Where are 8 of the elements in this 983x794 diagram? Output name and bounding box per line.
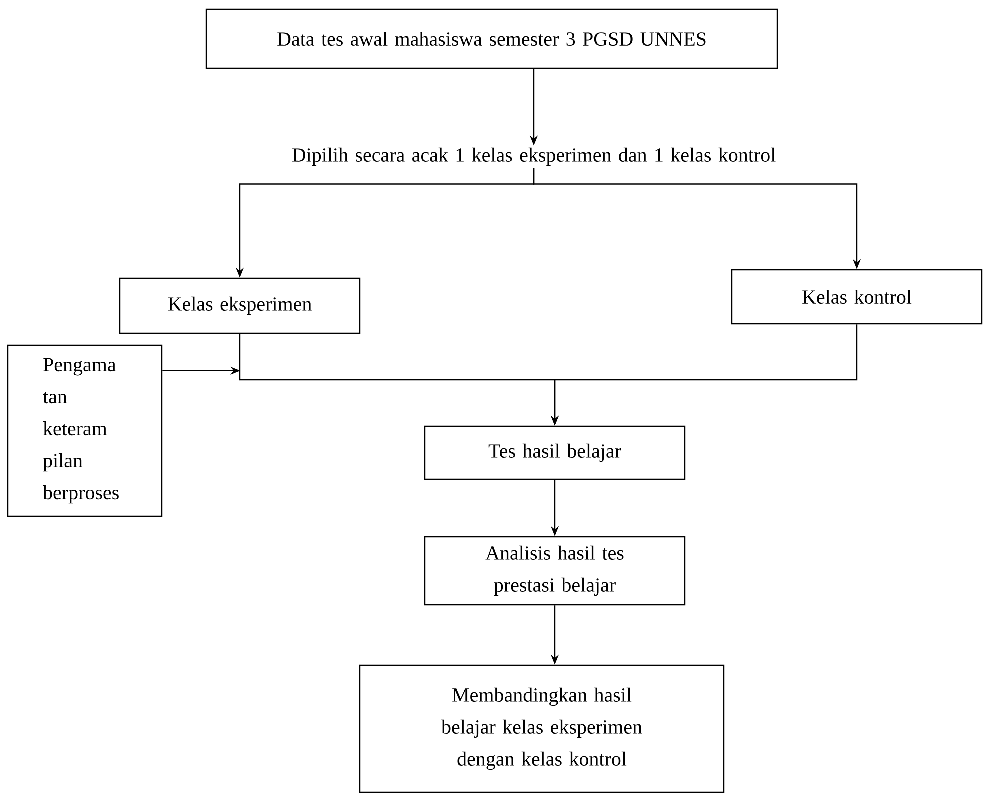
process-box: Membandingkan hasil belajar kelas eksperimen dengan kelas kontrol [359,664,725,794]
process-box: Tes hasil belajar [424,426,686,480]
process-box: Kelas kontrol [731,269,983,325]
process-box: Kelas eksperimen [119,278,361,334]
process-box: Pengama tan keteram pilan berproses [7,344,163,518]
step-text: Dipilih secara acak 1 kelas eksperimen dan 1 kelas kontrol [292,148,776,166]
process-box: Data tes awal mahasiswa semester 3 PGSD UNNES [206,8,778,70]
process-box: Analisis hasil tes prestasi belajar [424,536,686,606]
